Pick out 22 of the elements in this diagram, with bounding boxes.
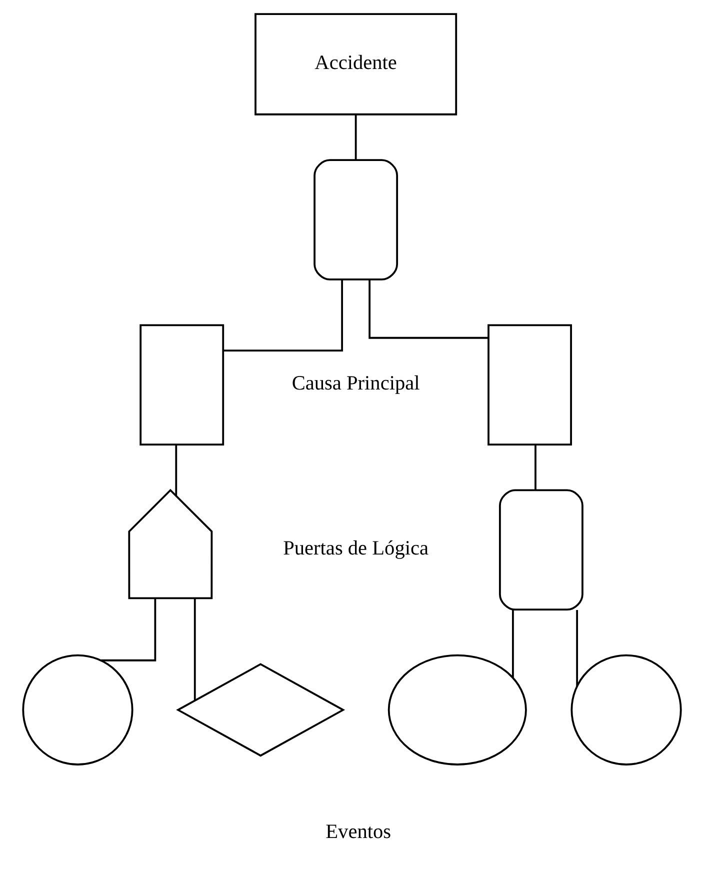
connector: [100, 598, 156, 661]
connector: [368, 279, 488, 338]
connector: [194, 598, 196, 700]
connector: [576, 609, 578, 686]
connector: [534, 444, 536, 490]
node-circle: [570, 654, 682, 765]
connector: [512, 609, 514, 678]
node-box: [488, 324, 572, 445]
node-and-gate: [314, 158, 398, 280]
node-ellipse: [388, 654, 527, 765]
node-or-gate: [128, 488, 213, 599]
node-box: [140, 324, 224, 445]
connector: [224, 279, 344, 352]
label: Puertas de Lógica: [283, 537, 429, 560]
node-and-gate: [498, 488, 584, 610]
connector: [175, 444, 178, 496]
label: Causa Principal: [292, 372, 420, 394]
label: Eventos: [326, 820, 392, 842]
connector: [354, 114, 357, 160]
node-diamond: [176, 662, 346, 756]
node-circle: [22, 654, 134, 765]
node-box: Accidente: [254, 12, 458, 115]
